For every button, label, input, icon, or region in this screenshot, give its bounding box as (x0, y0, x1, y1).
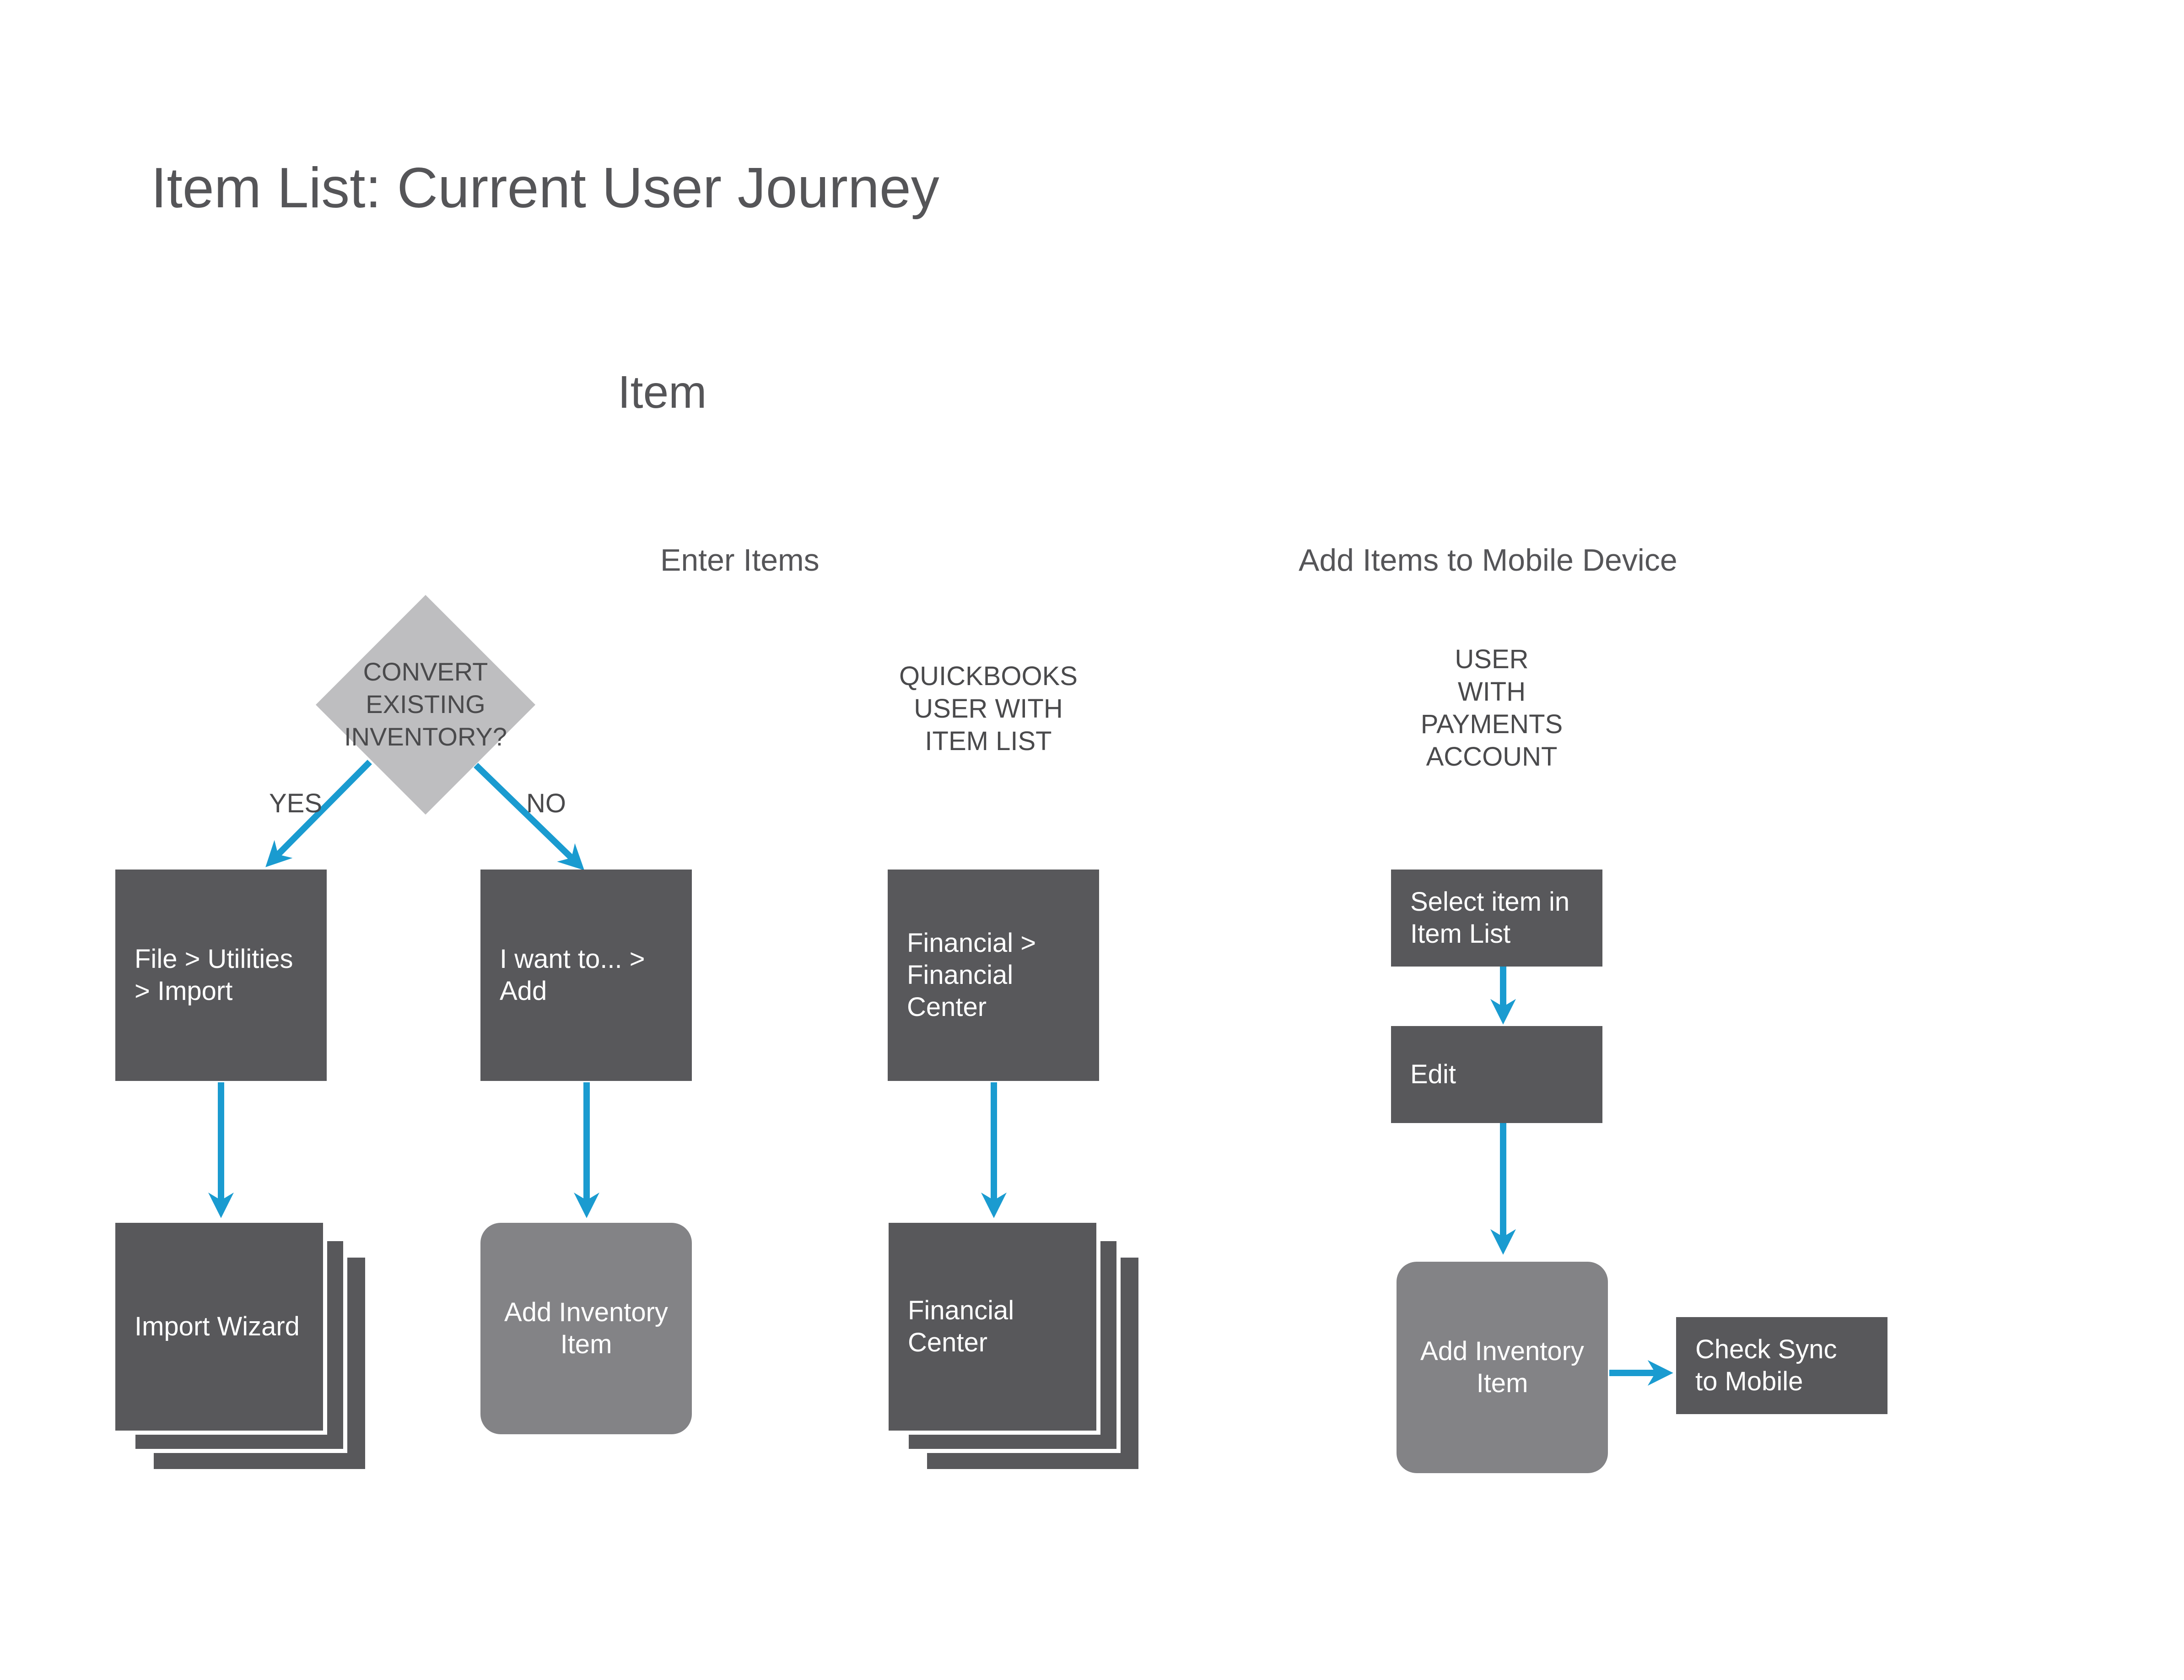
yes-label: YES (269, 789, 323, 818)
section-add-items-mobile: Add Items to Mobile Device (1299, 543, 1677, 578)
no-label: NO (526, 789, 566, 818)
step-select-item-in-item-list: Select item in Item List (1391, 870, 1602, 967)
step-i-want-to-add: I want to... > Add (480, 870, 692, 1081)
step-add-inventory-item: Add Inventory Item (480, 1223, 692, 1434)
section-enter-items: Enter Items (660, 543, 820, 578)
step-edit: Edit (1391, 1026, 1602, 1123)
page-title: Item List: Current User Journey (151, 157, 939, 220)
arrow-yes (265, 760, 372, 867)
step-import-wizard: Import Wizard (113, 1221, 325, 1432)
diagram-subtitle: Item (618, 367, 707, 418)
step-file-utilities-import: File > Utilities > Import (115, 870, 327, 1081)
step-check-sync-to-mobile: Check Sync to Mobile (1676, 1317, 1887, 1414)
step-financial-financial-center: Financial > Financial Center (888, 870, 1099, 1081)
decision-text: CONVERT EXISTING INVENTORY? (344, 657, 507, 751)
step-financial-center: Financial Center (887, 1221, 1098, 1432)
step-add-inventory-item-mobile: Add Inventory Item (1397, 1262, 1608, 1473)
persona-quickbooks-user: QUICKBOOKS USER WITH ITEM LIST (899, 661, 1078, 756)
persona-payments-user: USER WITH PAYMENTS ACCOUNT (1420, 644, 1563, 772)
decision-diamond (316, 595, 535, 815)
arrow-no (474, 762, 585, 870)
